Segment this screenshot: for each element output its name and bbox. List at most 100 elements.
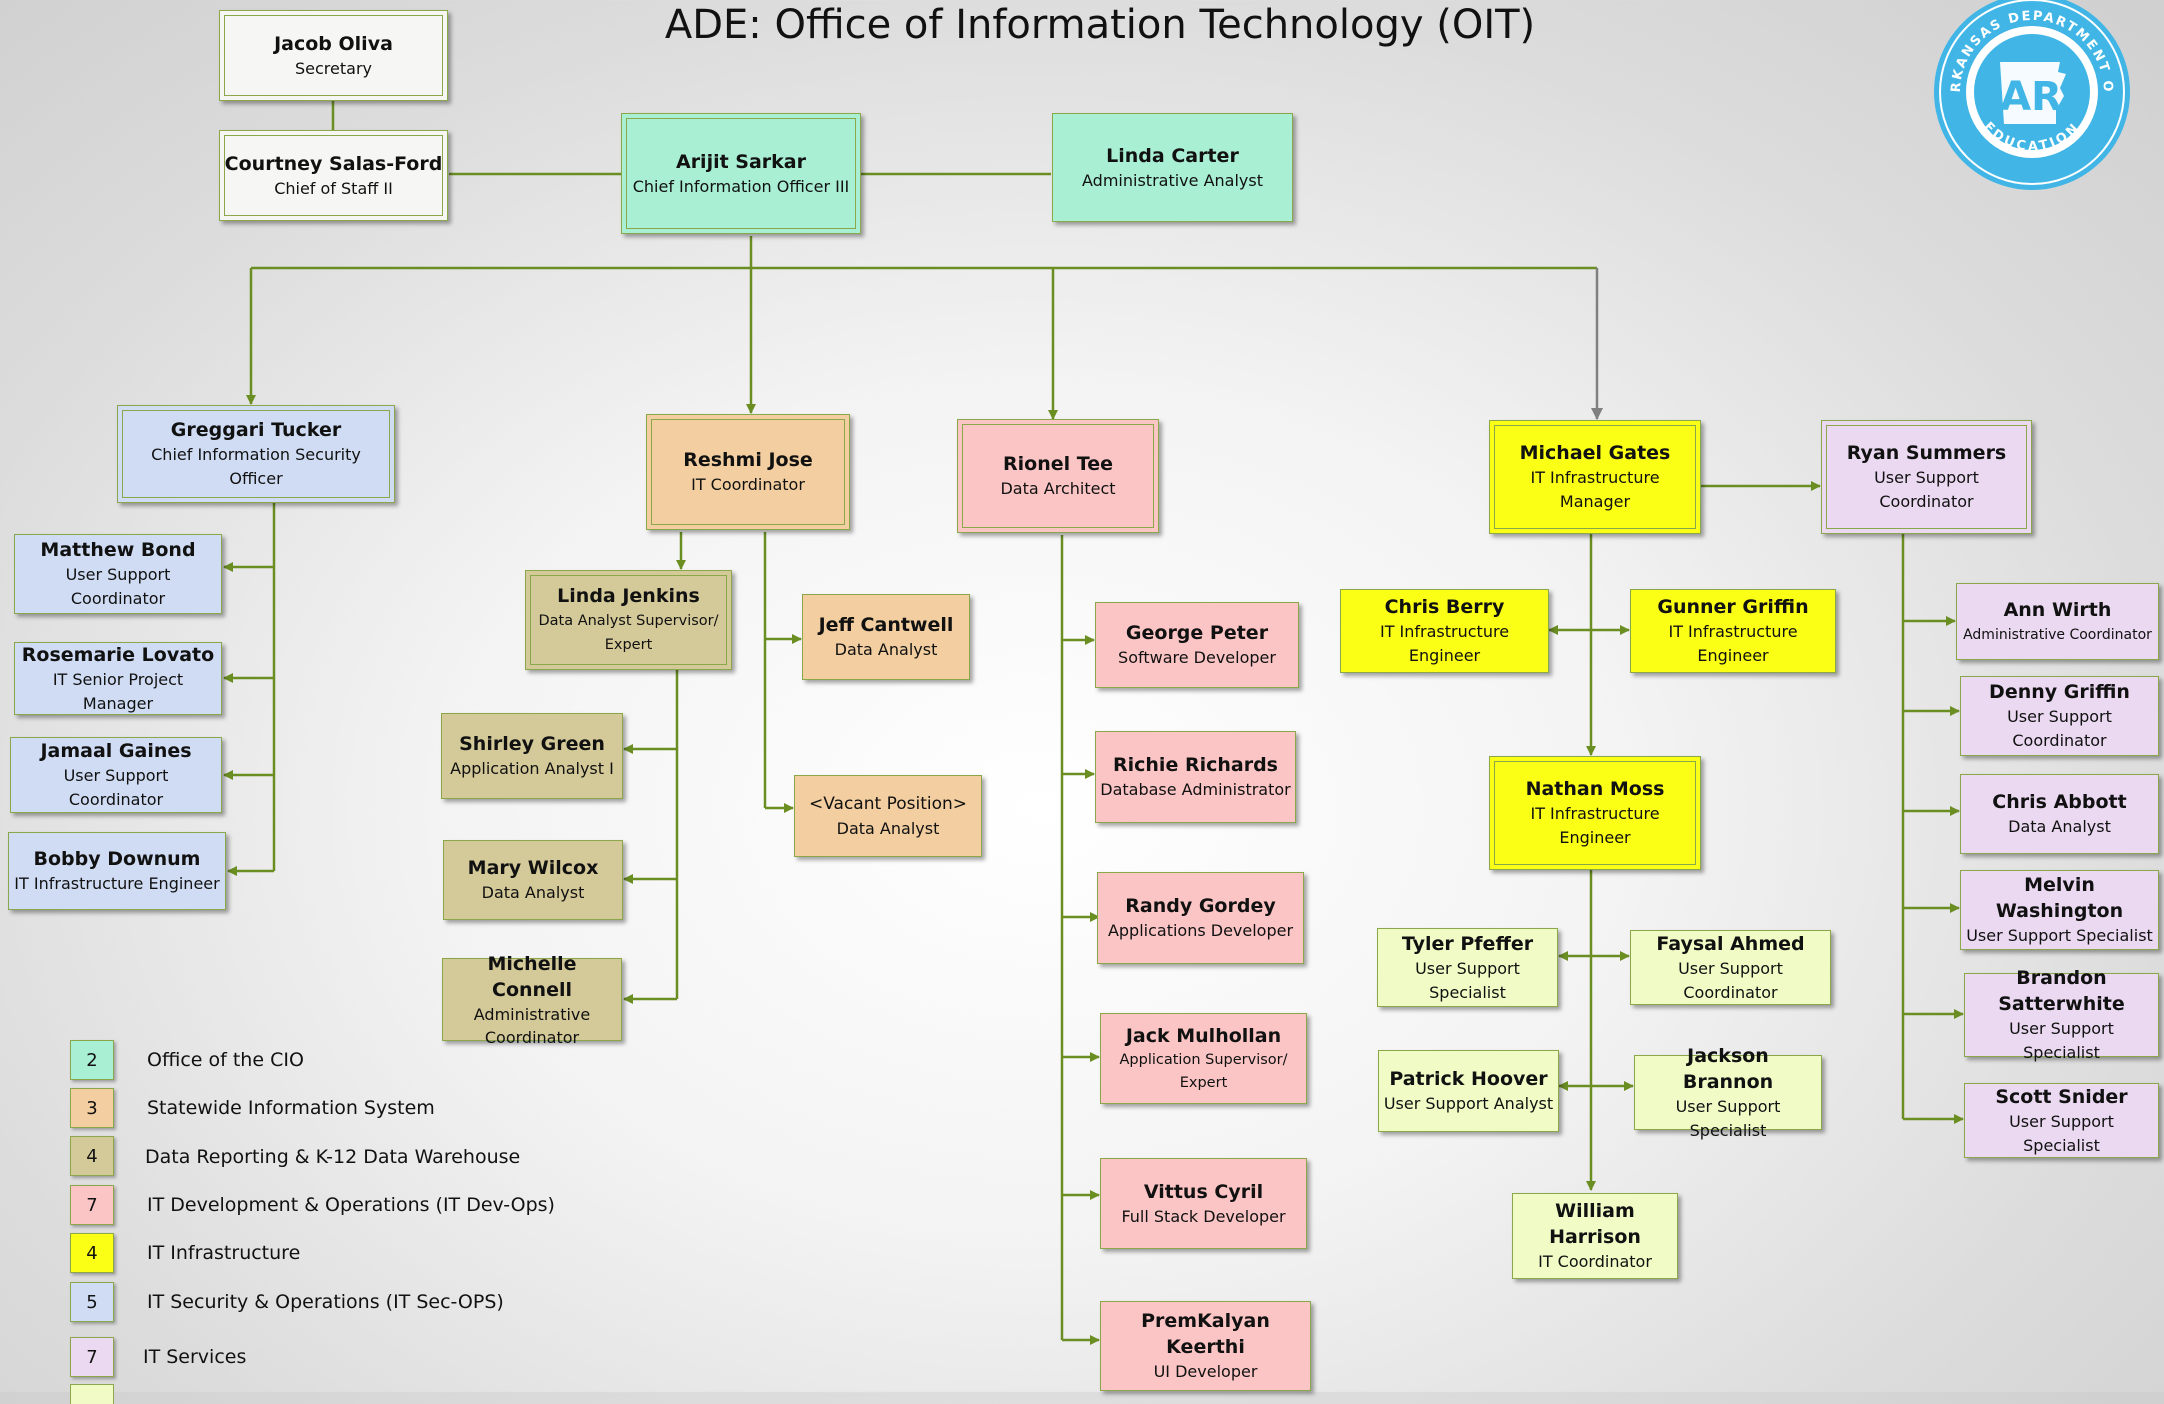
person-box: Faysal Ahmed User Support Coordinator xyxy=(1630,930,1831,1005)
person-title: User Support Coordinator xyxy=(1874,468,1979,511)
person-box: Patrick Hoover User Support Analyst xyxy=(1378,1050,1559,1132)
person-title: Administrative Coordinator xyxy=(1963,626,2152,643)
person-name: Matthew Bond xyxy=(40,539,196,561)
legend-swatch: 5 xyxy=(70,1282,114,1322)
person-box: Gunner Griffin IT Infrastructure Enginee… xyxy=(1630,589,1836,673)
person-box: Richie Richards Database Administrator xyxy=(1095,731,1296,823)
person-box: Linda Carter Administrative Analyst xyxy=(1052,113,1293,222)
person-title: Chief Information Security Officer xyxy=(151,445,361,488)
legend-swatch: 2 xyxy=(70,1040,114,1080)
person-title: IT Infrastructure Engineer xyxy=(14,874,220,893)
person-title: User Support Specialist xyxy=(1966,926,2153,945)
person-title: Software Developer xyxy=(1118,648,1276,667)
person-box: Linda Jenkins Data Analyst Supervisor/ E… xyxy=(525,570,732,670)
legend-label: Office of the CIO xyxy=(147,1049,304,1071)
person-box: Melvin Washington User Support Specialis… xyxy=(1960,870,2159,950)
person-name: Shirley Green xyxy=(459,733,605,755)
person-box: Ryan Summers User Support Coordinator xyxy=(1821,420,2032,534)
person-title: Data Analyst xyxy=(2008,817,2111,836)
person-name: Denny Griffin xyxy=(1989,681,2130,703)
person-box: Matthew Bond User Support Coordinator xyxy=(14,534,222,614)
person-box: Brandon Satterwhite User Support Special… xyxy=(1964,967,2159,1062)
person-box: Jeff Cantwell Data Analyst xyxy=(802,594,970,680)
legend-swatch: 7 xyxy=(70,1337,114,1377)
person-box: Mary Wilcox Data Analyst xyxy=(443,840,623,920)
person-title: IT Infrastructure Engineer xyxy=(1530,804,1660,847)
person-box: Jack Mulhollan Application Supervisor/ E… xyxy=(1100,1013,1307,1104)
person-title: Database Administrator xyxy=(1100,780,1291,799)
person-title: IT Infrastructure Manager xyxy=(1530,468,1660,511)
person-name: Mary Wilcox xyxy=(467,857,599,879)
chart-title: ADE: Office of Information Technology (O… xyxy=(664,2,1536,48)
legend-swatch: 4 xyxy=(70,1136,114,1176)
person-box: Arijit Sarkar Chief Information Officer … xyxy=(621,113,861,234)
person-name: <Vacant Position> xyxy=(808,794,967,814)
person-title: User Support Coordinator xyxy=(63,766,169,809)
legend-label: IT Services xyxy=(143,1346,247,1368)
person-name: Chris Berry xyxy=(1384,596,1505,618)
person-name: Jamaal Gaines xyxy=(40,740,192,762)
person-title: Application Supervisor/ Expert xyxy=(1119,1051,1288,1091)
person-title: Data Architect xyxy=(1000,479,1116,498)
person-title: User Support Specialist xyxy=(1675,1096,1781,1140)
person-name: Jacob Oliva xyxy=(274,32,393,55)
legend-swatch: 3 xyxy=(70,1088,114,1128)
legend-label: Data Reporting & K-12 Data Warehouse xyxy=(145,1146,521,1168)
person-name: Rionel Tee xyxy=(1003,453,1113,475)
person-name: Greggari Tucker xyxy=(170,419,342,441)
person-name: Randy Gordey xyxy=(1125,895,1276,917)
person-box: Reshmi Jose IT Coordinator xyxy=(646,414,850,530)
person-box: Ann Wirth Administrative Coordinator xyxy=(1956,583,2159,660)
person-name: Tyler Pfeffer xyxy=(1401,932,1534,955)
person-name: Michael Gates xyxy=(1519,442,1671,464)
person-box: Vittus Cyril Full Stack Developer xyxy=(1100,1158,1307,1249)
person-title: Application Analyst I xyxy=(450,759,614,778)
person-name: Chris Abbott xyxy=(1992,791,2127,813)
person-box: PremKalyan Keerthi UI Developer xyxy=(1100,1301,1311,1391)
legend-swatch: 4 xyxy=(70,1233,114,1273)
person-title: Secretary xyxy=(295,58,372,78)
ade-seal-logo: ARKANSAS DEPARTMENT OF EDUCATION AR xyxy=(1932,0,2130,190)
person-name: Jackson Brannon xyxy=(1682,1044,1774,1093)
person-name: PremKalyan Keerthi xyxy=(1141,1310,1270,1358)
person-name: Bobby Downum xyxy=(33,848,201,870)
person-name: Vittus Cyril xyxy=(1143,1180,1264,1203)
person-box: William Harrison IT Coordinator xyxy=(1512,1193,1678,1279)
person-name: Patrick Hoover xyxy=(1389,1068,1548,1090)
person-title: Administrative Coordinator xyxy=(473,1004,591,1047)
person-name: Jack Mulhollan xyxy=(1125,1024,1282,1047)
person-name: Gunner Griffin xyxy=(1657,596,1809,618)
person-box: Denny Griffin User Support Coordinator xyxy=(1960,676,2159,756)
person-box: Courtney Salas-Ford Chief of Staff II xyxy=(219,130,448,221)
person-box: Nathan Moss IT Infrastructure Engineer xyxy=(1489,756,1701,870)
person-box: Chris Berry IT Infrastructure Engineer xyxy=(1340,589,1549,673)
person-box: Scott Snider User Support Specialist xyxy=(1964,1083,2159,1158)
person-title: IT Coordinator xyxy=(1538,1252,1652,1271)
person-name: Melvin Washington xyxy=(1995,874,2124,922)
person-title: Data Analyst xyxy=(834,640,938,659)
person-box: Bobby Downum IT Infrastructure Engineer xyxy=(8,832,226,910)
legend-swatch xyxy=(70,1384,114,1404)
legend-swatch: 7 xyxy=(70,1185,114,1225)
person-name: Nathan Moss xyxy=(1525,778,1665,800)
person-title: User Support Specialist xyxy=(2009,1019,2114,1062)
person-title: Data Analyst xyxy=(836,819,940,838)
person-name: Faysal Ahmed xyxy=(1656,932,1805,955)
person-box: <Vacant Position> Data Analyst xyxy=(794,775,982,857)
person-box: Randy Gordey Applications Developer xyxy=(1097,872,1304,964)
person-title: Data Analyst Supervisor/ Expert xyxy=(538,613,719,653)
person-title: IT Infrastructure Engineer xyxy=(1668,622,1798,665)
person-name: Rosemarie Lovato xyxy=(21,643,215,666)
person-title: Chief of Staff II xyxy=(274,178,393,198)
legend-label: IT Infrastructure xyxy=(147,1242,301,1264)
person-name: George Peter xyxy=(1125,622,1269,644)
person-title: Data Analyst xyxy=(481,883,585,902)
person-title: Administrative Analyst xyxy=(1082,170,1263,190)
svg-text:AR: AR xyxy=(2000,74,2062,120)
person-name: Jeff Cantwell xyxy=(818,614,954,636)
person-name: William Harrison xyxy=(1549,1200,1641,1248)
person-name: Linda Carter xyxy=(1106,144,1239,167)
person-title: Full Stack Developer xyxy=(1121,1206,1286,1226)
legend-label: IT Security & Operations (IT Sec-OPS) xyxy=(147,1291,504,1313)
